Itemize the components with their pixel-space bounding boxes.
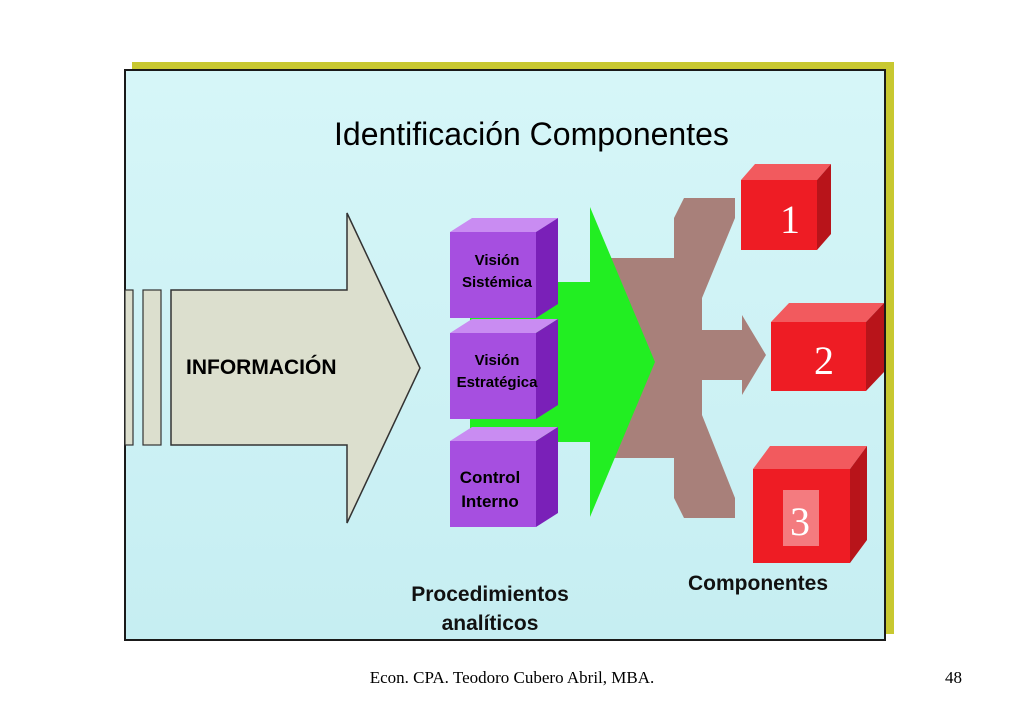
procedure-box-control-interno xyxy=(450,427,558,527)
procedure-box-vision-sistemica xyxy=(450,218,558,318)
footer-author: Econ. CPA. Teodoro Cubero Abril, MBA. xyxy=(369,668,655,687)
procedure-label-line1: Visión xyxy=(474,352,520,369)
component-number-3: 3 xyxy=(790,499,810,544)
component-cube-3-icon xyxy=(753,446,867,563)
slide-title: Identificación Componentes xyxy=(334,116,729,152)
procedures-caption-line1: Procedimientos xyxy=(411,583,569,606)
procedure-label-line1: Control xyxy=(459,468,521,487)
information-arrow-icon xyxy=(124,212,421,524)
procedure-label-control-interno: Control Interno xyxy=(440,466,540,514)
components-caption: Componentes xyxy=(688,572,829,595)
branch-arrows-icon xyxy=(600,198,766,518)
procedure-label-vision-sistemica: Visión Sistémica xyxy=(440,250,554,294)
component-cube-2-icon xyxy=(771,303,884,391)
procedure-label-line1: Visión xyxy=(474,252,520,269)
component-cube-1-icon xyxy=(741,164,831,250)
component-number-2: 2 xyxy=(814,338,834,383)
procedure-label-line2: Estratégica xyxy=(456,374,538,391)
procedure-label-vision-estrategica: Visión Estratégica xyxy=(440,350,554,394)
procedures-caption: Procedimientos analíticos xyxy=(350,580,630,638)
procedure-label-line2: Sistémica xyxy=(461,274,533,291)
page-number: 48 xyxy=(945,668,962,687)
information-label: INFORMACIÓN xyxy=(186,356,337,379)
procedures-caption-line2: analíticos xyxy=(441,612,539,635)
procedure-box-vision-estrategica xyxy=(450,319,558,419)
procedure-label-line2: Interno xyxy=(461,492,519,511)
component-number-1: 1 xyxy=(780,197,800,242)
